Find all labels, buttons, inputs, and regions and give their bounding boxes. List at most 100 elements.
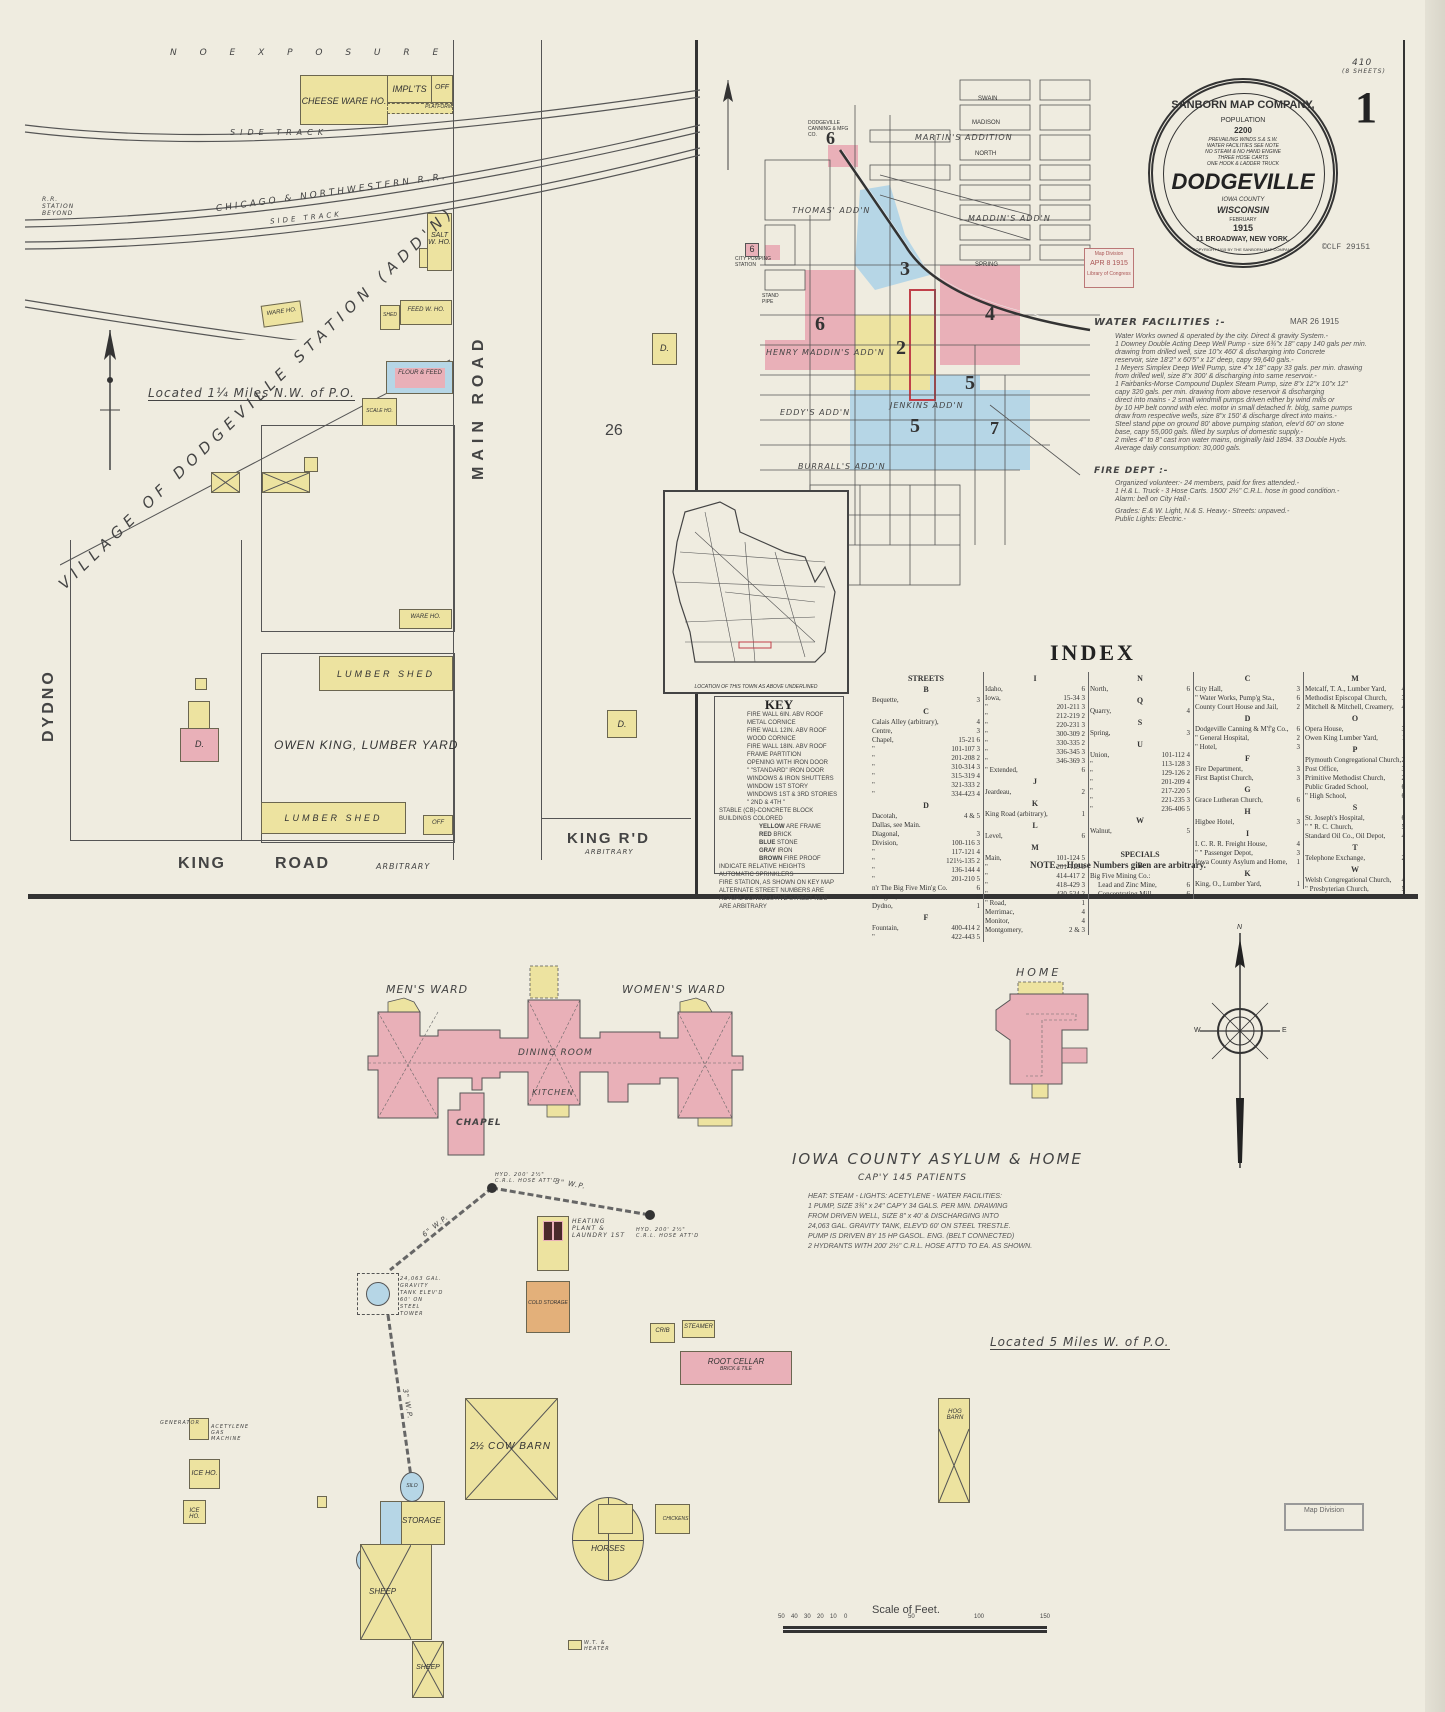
water-facilities-text: Water Works owned & operated by the city…: [1115, 333, 1367, 452]
rr-station-label: R.R. STATION BEYOND: [42, 196, 75, 217]
key-map-sheet-2: 2: [896, 337, 906, 359]
compass-e: E: [1282, 1027, 1287, 1034]
gravity-tank: [357, 1273, 399, 1315]
tank-circle: [366, 1282, 390, 1306]
library-stamp: Map Division APR 8 1915 Library of Congr…: [1084, 248, 1134, 288]
arbitrary-label-1: ARBITRARY: [376, 862, 431, 871]
flour-feed-building: FLOUR & FEED: [386, 361, 453, 394]
kitchen-label: KITCHEN: [532, 1088, 575, 1097]
key-title: KEY: [764, 697, 794, 712]
mens-ward-label: MEN'S WARD: [386, 983, 469, 996]
cartouche-population: 2200: [1234, 126, 1252, 135]
copyright-stamp: ©CLF 29151: [1322, 243, 1371, 252]
block-outline-station: [261, 425, 455, 632]
fire-dept-text: Organized volunteer:- 24 members, paid f…: [1115, 480, 1340, 523]
lumber-shed-2: LUMBER SHED: [261, 802, 406, 834]
thomas-addition-label: THOMAS' ADD'N: [792, 206, 871, 215]
generator-label: GENERATOR: [160, 1420, 200, 1426]
key-map-sheet-5a: 5: [965, 372, 975, 394]
street-line-main-right: [541, 40, 542, 860]
cartouche-population-label: POPULATION: [1220, 117, 1266, 124]
scale-bar: [783, 1626, 1047, 1633]
inset-wisconsin-map: LOCATION OF THIS TOWN AS ABOVE UNDERLINE…: [663, 490, 849, 694]
cartouche-year: 1915: [1232, 223, 1254, 233]
diagonal-lot-line: [60, 359, 451, 566]
king-rd-line-right: [541, 818, 691, 819]
sheets-note: (8 SHEETS): [1342, 68, 1386, 75]
key-map-sheet-6-north: 6: [826, 128, 835, 148]
cartouche-seal: SANBORN MAP COMPANY, POPULATION 2200 PRE…: [1148, 78, 1338, 268]
vertical-divider-top: [695, 40, 698, 896]
silo-1: SILO: [400, 1472, 424, 1502]
street-line-main-left: [453, 40, 454, 860]
cheese-warehouse: CHEESE WARE HO.: [300, 75, 388, 125]
compass-n: N: [1237, 924, 1243, 931]
eddys-addition-label: EDDY'S ADD'N: [780, 408, 851, 417]
inset-map-caption: LOCATION OF THIS TOWN AS ABOVE UNDERLINE…: [694, 684, 818, 690]
hog-barn: HOG BARN: [938, 1398, 970, 1503]
king-road-line: [70, 840, 455, 841]
chickens-house: [598, 1504, 633, 1534]
chickens-coop-visible: CHICKENS: [655, 1504, 690, 1534]
cartouche-state: WISCONSIN: [1216, 205, 1269, 215]
volume-note: 410: [1352, 58, 1373, 68]
dwelling-rear: [188, 701, 210, 729]
block-outline-owen-king: [261, 653, 455, 843]
cartouche-inner-ring: [1163, 93, 1325, 255]
key-map: [760, 79, 1100, 586]
water-pipe-lines: [386, 1183, 655, 1506]
dwelling-east-2: D.: [607, 710, 637, 738]
shop-building: [380, 1501, 402, 1545]
hydrant-label-2: HYD. 200' 2½" C.R.L. HOSE ATT'D: [636, 1227, 700, 1239]
martins-addition-label: MARTIN'S ADDITION: [915, 133, 1013, 142]
hydrant-label-1: HYD. 200' 2½" C.R.L. HOSE ATT'D: [495, 1172, 559, 1184]
asylum-location-note: Located 5 Miles W. of P.O.: [990, 1335, 1170, 1350]
key-map-sheet-3: 3: [900, 258, 910, 280]
location-note-station: Located 1¼ Miles N.W. of P.O.: [148, 386, 355, 401]
acetylene-label: ACETYLENE GAS MACHINE: [211, 1424, 250, 1442]
water-facilities-title: WATER FACILITIES :-: [1094, 317, 1226, 328]
cartouche-county: IOWA COUNTY: [1221, 197, 1265, 203]
small-tank-box: [317, 1496, 327, 1508]
asylum-title: IOWA COUNTY ASYLUM & HOME: [792, 1150, 1083, 1168]
sheep-barn-1: SHEEP: [360, 1544, 432, 1640]
index-col-streets-2: I Idaho,6 Iowa,15-34 3 "201-211 3 "212-2…: [985, 672, 1089, 935]
index-col-specials-1: C City Hall,3 " Water Works, Pump'g Sta.…: [1195, 672, 1304, 889]
jenkins-addition-label: JENKINS ADD'N: [890, 401, 964, 410]
block-26-label: 26: [605, 422, 623, 439]
small-shed-salt: [419, 248, 428, 268]
home-label: HOME: [1016, 966, 1062, 979]
side-track-label-1: SIDE TRACK: [230, 128, 328, 137]
dining-room-label: DINING ROOM: [518, 1048, 593, 1058]
office-small: OFF: [423, 815, 453, 835]
office-building: OFF: [431, 75, 453, 103]
index-col-streets-3: N North,6 Q Quarry,4 S Spring,3 U Union,…: [1090, 672, 1194, 899]
key-map-sheet-6-west: 6: [815, 313, 825, 335]
stable-1: [211, 472, 240, 493]
north-arrow-icon: [100, 330, 120, 470]
root-cellar: ROOT CELLAR BRICK & TILE: [680, 1351, 792, 1385]
pump-station-box: 6: [745, 243, 759, 257]
cartouche-copyright: COPYRIGHT 1915 BY THE SANBORN MAP COMPAN…: [1192, 247, 1294, 252]
index-note: NOTE.—House Numbers given are arbitrary.: [1030, 860, 1206, 870]
pumping-station-label: CITY PUMPING STATION: [735, 256, 772, 268]
small-shed-2: [304, 457, 318, 472]
dwelling-east-1: D.: [652, 333, 677, 365]
cartouche-town: DODGEVILLE: [1171, 169, 1315, 194]
cartouche-notes: PREVAILING WINDS S.& S.W. WATER FACILITI…: [1205, 137, 1281, 167]
heating-plant: [537, 1216, 569, 1271]
key-map-sheet-7: 7: [990, 418, 999, 438]
king-rd-right-label: KING R'D: [567, 830, 650, 847]
stable-2: [262, 472, 310, 493]
map-key-legend: KEY FIRE WALL 6IN. ABV ROOF METAL CORNIC…: [714, 696, 844, 910]
key-map-sheet-4: 4: [985, 303, 995, 325]
cartouche-address: 11 BROADWAY, NEW YORK.: [1196, 236, 1290, 243]
womens-ward-label: WOMEN'S WARD: [622, 983, 726, 996]
gravity-tank-label: 24,063 GAL. GRAVITY TANK ELEV'D 60' ON S…: [400, 1276, 444, 1317]
arbitrary-label-2: ARBITRARY: [585, 848, 634, 856]
horizontal-divider: [28, 894, 1418, 899]
asylum-capacity: CAP'Y 145 PATIENTS: [858, 1173, 968, 1183]
stand-pipe-label: STAND PIPE: [762, 293, 779, 305]
salt-warehouse: SALT W. HO.: [427, 213, 452, 271]
received-stamp: MAR 26 1915: [1290, 317, 1339, 326]
